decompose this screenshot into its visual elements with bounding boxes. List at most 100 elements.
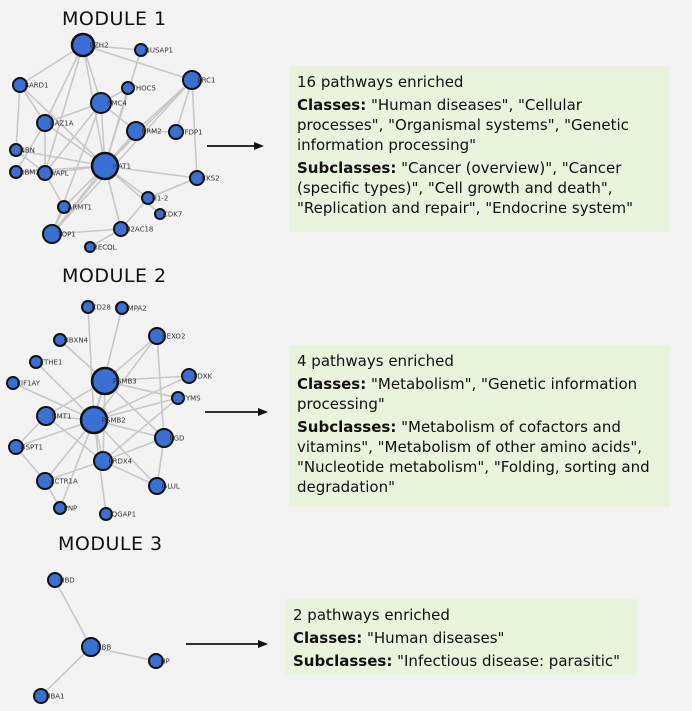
gene-label: HBA1 xyxy=(45,693,64,701)
gene-label: GSPT1 xyxy=(20,444,43,452)
gene-node xyxy=(36,406,56,426)
gene-node xyxy=(81,300,95,314)
gene-node xyxy=(182,70,202,90)
gene-label: CDK7 xyxy=(163,211,182,219)
gene-label: SMC4 xyxy=(107,100,127,108)
gene-node xyxy=(148,327,166,345)
gene-node xyxy=(9,143,23,157)
module-2-pathway-box: 4 pathways enriched Classes: "Metabolism… xyxy=(289,345,670,507)
gene-label: HBB xyxy=(96,644,111,652)
gene-node xyxy=(37,165,53,181)
network-edge xyxy=(102,397,179,462)
module-2-classes-label: Classes: xyxy=(297,375,367,393)
module-1-pathway-box: 16 pathways enriched Classes: "Human dis… xyxy=(289,66,670,232)
gene-node xyxy=(171,391,185,405)
module-2-summary: 4 pathways enriched xyxy=(297,352,454,370)
gene-label: TYMS xyxy=(181,395,202,403)
module-1-title: MODULE 1 xyxy=(62,8,167,30)
network-edge xyxy=(51,228,122,235)
gene-label: RBM25 xyxy=(20,169,45,177)
gene-label: WAPL xyxy=(49,170,69,178)
gene-label: HBD xyxy=(59,577,74,585)
gene-label: PDXK xyxy=(193,373,212,381)
gene-node xyxy=(115,301,129,315)
gene-node xyxy=(90,151,120,181)
gene-node xyxy=(148,477,166,495)
gene-label: PSMB3 xyxy=(113,378,137,386)
gene-node xyxy=(53,501,67,515)
gene-label: H2AC18 xyxy=(125,226,153,234)
gene-label: NBN xyxy=(20,147,35,155)
gene-label: GLUL xyxy=(162,483,180,491)
gene-node xyxy=(84,241,96,253)
network-edge xyxy=(15,122,46,173)
network-edge xyxy=(87,306,95,421)
gene-node xyxy=(90,92,112,114)
network-edge xyxy=(104,165,198,179)
gene-node xyxy=(33,688,49,704)
network-edge xyxy=(59,419,95,509)
module-2-title: MODULE 2 xyxy=(62,265,167,287)
gene-node xyxy=(154,208,166,220)
gene-label: ARMT1 xyxy=(68,204,92,212)
network-edge xyxy=(19,84,106,167)
module-3-subclasses: "Infectious disease: parasitic" xyxy=(392,652,621,670)
gene-node xyxy=(99,507,113,521)
gene-label: HP xyxy=(160,658,170,666)
gene-label: IQGAP1 xyxy=(110,511,136,519)
gene-node xyxy=(6,376,20,390)
network-edge xyxy=(44,102,102,174)
gene-label: EZH2 xyxy=(90,42,109,50)
module-1-classes: "Human diseases", "Cellular processes", … xyxy=(297,96,629,154)
gene-node xyxy=(53,333,67,347)
gene-label: BARD1 xyxy=(24,82,48,90)
network-edge xyxy=(191,79,198,179)
gene-label: PRDX4 xyxy=(108,458,132,466)
gene-label: RRM2 xyxy=(141,128,161,136)
network-edge xyxy=(102,437,165,462)
gene-node xyxy=(57,200,71,214)
module-3-classes: "Human diseases" xyxy=(362,629,505,647)
network-edge xyxy=(44,460,104,482)
arrow-head-icon xyxy=(258,640,268,648)
gene-label: TFDP1 xyxy=(179,129,202,137)
gene-node xyxy=(154,428,174,448)
gene-node xyxy=(81,637,101,657)
gene-node xyxy=(70,32,96,58)
gene-node xyxy=(181,368,197,384)
gene-label: PGD xyxy=(169,435,184,443)
gene-node xyxy=(9,165,23,179)
gene-label: PRC1 xyxy=(197,77,215,85)
network-edge xyxy=(45,415,104,462)
gene-label: H1-2 xyxy=(152,195,169,203)
network-edge xyxy=(44,44,84,124)
module-3-title: MODULE 3 xyxy=(58,533,163,555)
gene-node xyxy=(36,472,54,490)
network-edge xyxy=(40,646,92,697)
gene-node xyxy=(113,221,129,237)
network-edge xyxy=(156,335,165,439)
gene-label: BAZ1A xyxy=(50,120,74,128)
gene-label: EIF1AY xyxy=(17,380,41,388)
gene-node xyxy=(90,366,120,396)
network-edge xyxy=(90,646,157,662)
gene-label: RECQL xyxy=(93,244,117,252)
network-edge xyxy=(51,79,193,235)
network-edge xyxy=(93,375,190,421)
gene-node xyxy=(168,124,184,140)
gene-label: UBXN4 xyxy=(64,337,89,345)
network-edge xyxy=(51,130,137,235)
arrow-head-icon xyxy=(258,408,268,416)
gene-node xyxy=(121,81,135,95)
network-edge xyxy=(15,84,21,151)
module-3-summary: 2 pathways enriched xyxy=(293,606,450,624)
network-edge xyxy=(19,44,84,86)
module-1-summary: 16 pathways enriched xyxy=(297,73,464,91)
gene-node xyxy=(42,224,62,244)
gene-node xyxy=(36,114,54,132)
gene-label: CKS2 xyxy=(201,175,219,183)
gene-label: ETHE1 xyxy=(40,359,63,367)
module-1-subclasses-label: Subclasses: xyxy=(297,159,397,177)
gene-node xyxy=(29,355,43,369)
module-2-classes: "Metabolism", "Genetic information proce… xyxy=(297,375,638,413)
